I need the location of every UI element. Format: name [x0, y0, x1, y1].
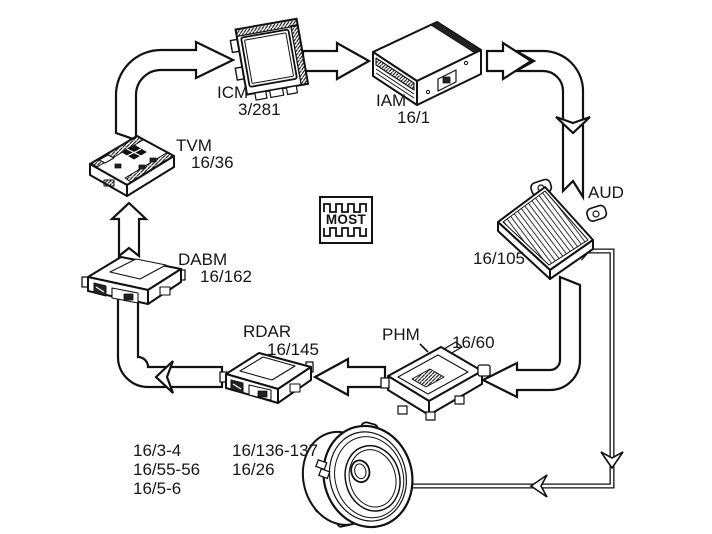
tvm-device-illustration	[89, 135, 175, 197]
phm-label: PHM	[382, 325, 420, 344]
iam-device-illustration	[372, 21, 482, 106]
ring-arrow-rdar-to-dabm	[116, 296, 224, 389]
speaker-wire-left-arrowhead	[529, 474, 548, 498]
most-logo	[319, 196, 373, 244]
speaker-wire-down-arrowhead	[600, 451, 624, 470]
most-logo-text: MOST	[325, 212, 367, 227]
rdar-ref: 16/145	[267, 340, 319, 359]
most-logo-bottom-wave	[323, 227, 367, 237]
phm-ref: 16/60	[452, 333, 495, 352]
ring-arrow-rdar-to-dabm-head	[154, 360, 175, 394]
speaker-ref-list-2: 16/136-137 16/26	[232, 441, 318, 479]
dabm-device-illustration	[81, 256, 186, 305]
iam-ref: 16/1	[397, 108, 431, 127]
ring-arrow-dabm-to-tvm	[109, 201, 149, 259]
most-logo-top-wave	[323, 203, 367, 213]
aud-ref: 16/105	[473, 249, 525, 268]
aud-device-illustration	[497, 178, 608, 280]
aud-label: AUD	[588, 183, 624, 202]
speaker-ref: 16/5-6	[133, 479, 182, 498]
icm-device-illustration	[229, 17, 310, 101]
tvm-ref: 16/36	[191, 153, 234, 172]
tvm-label: TVM	[176, 136, 212, 155]
dabm-ref: 16/162	[200, 267, 252, 286]
rdar-label: RDAR	[243, 322, 292, 341]
speaker-illustration	[301, 421, 414, 529]
icm-label: ICM	[217, 83, 249, 102]
speaker-ref: 16/136-137	[232, 441, 319, 460]
ring-arrow-iam-to-curve	[485, 40, 534, 82]
rdar-device-illustration	[219, 352, 314, 404]
speaker-ref: 16/26	[232, 460, 275, 479]
iam-label: IAM	[376, 91, 407, 110]
speaker-ref: 16/3-4	[133, 441, 182, 460]
ring-arrow-tvm-to-icm	[114, 40, 236, 142]
ring-arrow-icm-to-iam	[301, 41, 372, 81]
ring-arrow-phm-to-rdar	[312, 357, 387, 397]
ring-arrow-curve-to-aud	[511, 49, 585, 201]
speaker-ref-list-1: 16/3-4 16/55-56 16/5-6	[133, 441, 200, 498]
ring-arrow-aud-to-phm	[480, 275, 582, 399]
dabm-label: DABM	[178, 250, 228, 269]
speaker-ref: 16/55-56	[133, 460, 201, 479]
icm-ref: 3/281	[238, 100, 281, 119]
phm-device-illustration	[380, 341, 491, 421]
ring-arrow-curve-to-aud-head	[555, 115, 591, 135]
